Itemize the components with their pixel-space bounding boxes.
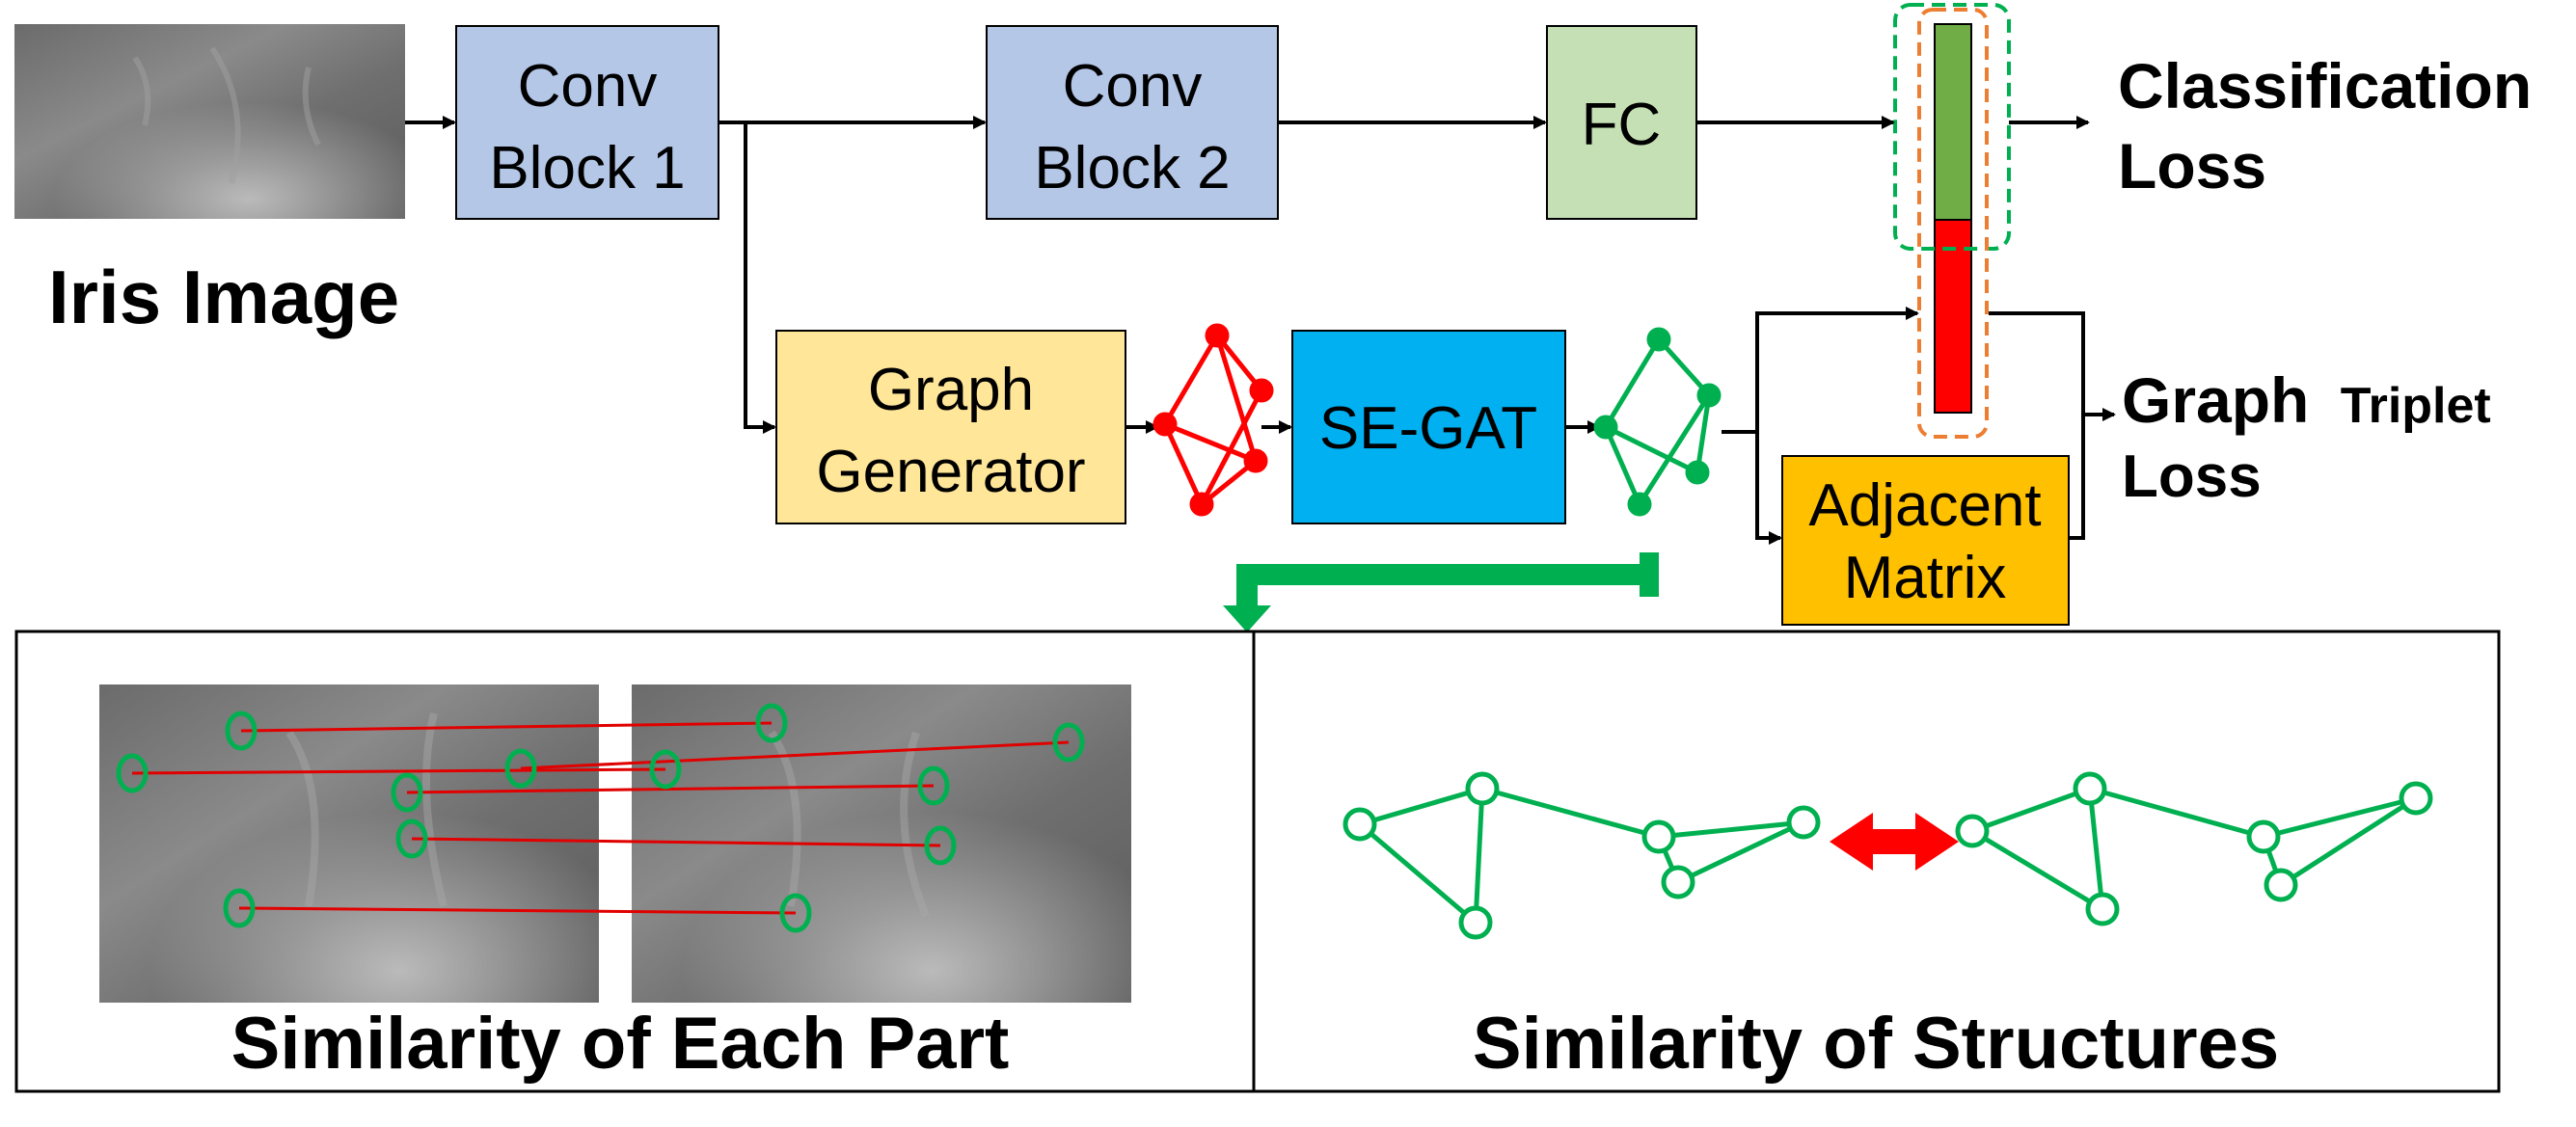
left-iris-strip-1 bbox=[99, 684, 599, 1003]
graph-triplet-loss-line2: Loss bbox=[2122, 443, 2262, 510]
graph-triplet-loss-line1: Graph Triplet bbox=[2122, 364, 2491, 436]
green-graph bbox=[1593, 327, 1722, 517]
right-panel-caption: Similarity of Structures bbox=[1473, 1003, 2279, 1085]
conv-block-1-line2: Block 1 bbox=[489, 135, 685, 201]
conv-block-2: Conv Block 2 bbox=[986, 25, 1279, 220]
adjacent-matrix-line1: Adjacent bbox=[1808, 472, 2041, 539]
red-graph bbox=[1152, 323, 1274, 517]
graph-generator-line2: Generator bbox=[816, 439, 1085, 505]
structure-graph-left bbox=[1342, 771, 1821, 940]
input-caption: Iris Image bbox=[48, 255, 399, 339]
graph-generator-block: Graph Generator bbox=[775, 330, 1126, 524]
conv-block-1-box bbox=[455, 25, 719, 220]
segat-block: SE-GAT bbox=[1291, 330, 1566, 524]
input-iris-image bbox=[14, 24, 405, 219]
graph-triplet-word-triplet: Triplet bbox=[2341, 378, 2491, 434]
flow-arrows bbox=[405, 116, 2116, 545]
adjacent-matrix-block: Adjacent Matrix bbox=[1781, 455, 2070, 626]
feature-bar-green-outline bbox=[1893, 3, 2011, 251]
conv-block-1: Conv Block 1 bbox=[455, 25, 719, 220]
part-circles bbox=[116, 703, 1085, 933]
green-bracket-arrow bbox=[1223, 552, 1659, 632]
fc-block: FC bbox=[1546, 25, 1697, 220]
conv-block-2-line2: Block 2 bbox=[1034, 135, 1230, 201]
feature-vector-bar bbox=[1893, 3, 2011, 439]
graph-triplet-word-graph: Graph bbox=[2122, 364, 2309, 436]
classification-loss-line2: Loss bbox=[2118, 130, 2266, 201]
feature-bar-bottom bbox=[1934, 219, 1972, 414]
feature-bar-top bbox=[1934, 23, 1972, 221]
double-arrow-icon bbox=[1830, 813, 1959, 871]
left-panel-caption: Similarity of Each Part bbox=[231, 1003, 1010, 1085]
structure-graph-right bbox=[1955, 771, 2433, 926]
part-match-lines bbox=[131, 721, 1070, 915]
feature-bar-orange-outline bbox=[1917, 8, 1989, 439]
adjacent-matrix-line2: Matrix bbox=[1844, 545, 2007, 611]
conv-block-2-line1: Conv bbox=[1063, 53, 1203, 120]
conv-block-1-line1: Conv bbox=[518, 53, 658, 120]
segat-label: SE-GAT bbox=[1319, 395, 1537, 462]
graph-generator-line1: Graph bbox=[868, 357, 1034, 423]
classification-loss-line1: Classification bbox=[2118, 50, 2532, 121]
bottom-panels bbox=[14, 630, 2501, 1093]
fc-label: FC bbox=[1582, 92, 1662, 158]
